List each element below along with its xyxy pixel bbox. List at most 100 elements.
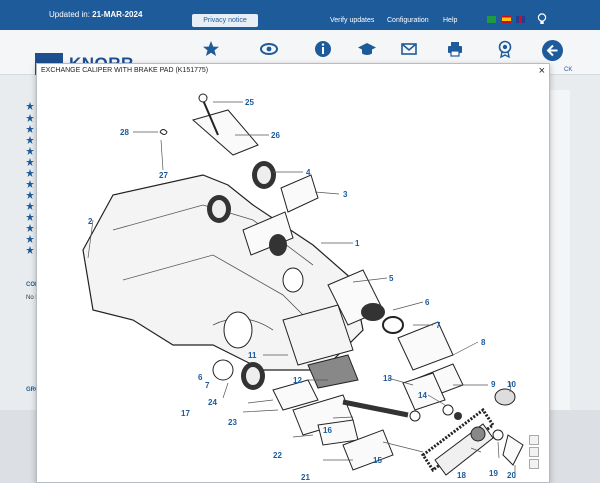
callout-label[interactable]: 11: [248, 351, 257, 360]
updated-date: 21-MAR-2024: [92, 10, 143, 19]
printer-icon[interactable]: [444, 38, 466, 60]
back-button[interactable]: [542, 40, 563, 61]
star-icon[interactable]: [26, 136, 34, 144]
favorites-list: CON No M GRO: [23, 90, 53, 430]
callout-label[interactable]: 22: [273, 451, 282, 460]
leader-lines: [87, 101, 516, 478]
star-icon[interactable]: [26, 102, 34, 110]
section-heading-con: CON: [26, 282, 40, 288]
verify-updates-link[interactable]: Verify updates: [330, 17, 375, 24]
callout-label[interactable]: 6: [198, 373, 203, 382]
callout-label[interactable]: 14: [418, 391, 427, 400]
callout-label[interactable]: 7: [205, 381, 210, 390]
threaded-bolt: [342, 399, 409, 418]
callout-label[interactable]: 25: [245, 98, 254, 107]
modal-title: EXCHANGE CALIPER WITH BRAKE PAD (K151775…: [41, 67, 209, 74]
callout-label[interactable]: 17: [181, 409, 190, 418]
o-ring: [382, 316, 404, 334]
star-icon[interactable]: [26, 158, 34, 166]
exploded-view-modal: EXCHANGE CALIPER WITH BRAKE PAD (K151775…: [36, 63, 550, 483]
star-icon[interactable]: [26, 191, 34, 199]
guide-tube: [280, 174, 319, 213]
privacy-notice-link[interactable]: Privacy notice: [192, 14, 258, 27]
callout-label[interactable]: 10: [507, 380, 516, 389]
update-info: Updated in: 21-MAR-2024: [49, 10, 142, 19]
top-bar: Updated in: 21-MAR-2024 Privacy notice V…: [0, 0, 600, 30]
callout-label[interactable]: 19: [489, 469, 498, 478]
graduation-cap-icon[interactable]: [356, 38, 378, 60]
callout-label[interactable]: 15: [373, 456, 382, 465]
seal-ring-inner: [257, 166, 271, 184]
sprocket: [470, 426, 486, 442]
callout-label[interactable]: 18: [457, 471, 466, 480]
callout-label[interactable]: 20: [507, 471, 516, 480]
housing-bore: [223, 311, 253, 349]
callout-label[interactable]: 26: [271, 131, 280, 140]
cover-cap: [212, 359, 234, 381]
callout-label[interactable]: 13: [383, 374, 392, 383]
info-icon[interactable]: [312, 38, 334, 60]
star-icon[interactable]: [26, 224, 34, 232]
callout-label[interactable]: 7: [436, 321, 441, 330]
uk-flag-icon[interactable]: [516, 16, 525, 23]
callout-label[interactable]: 8: [481, 338, 486, 347]
configuration-link[interactable]: Configuration: [387, 17, 429, 24]
star-icon[interactable]: [26, 147, 34, 155]
washer: [442, 404, 454, 416]
callout-label[interactable]: 2: [88, 217, 93, 226]
seal-ring-inner: [212, 200, 226, 218]
back-label: CK: [564, 67, 573, 73]
small-plug: [492, 429, 504, 441]
bolt-pin: [202, 99, 219, 136]
callout-label[interactable]: 24: [208, 398, 217, 407]
lightbulb-icon[interactable]: [537, 13, 547, 25]
spindle: [402, 372, 446, 411]
guide-pin: [342, 429, 394, 471]
award-icon[interactable]: [494, 38, 516, 60]
zoom-toolbar: [529, 435, 541, 471]
help-link[interactable]: Help: [443, 17, 458, 24]
callout-label[interactable]: 9: [491, 380, 496, 389]
zoom-fit-icon[interactable]: [529, 447, 539, 457]
callout-label[interactable]: 1: [355, 239, 360, 248]
callout-label[interactable]: 28: [120, 128, 129, 137]
clip-bracket: [191, 109, 259, 156]
section-text: No M: [26, 295, 41, 301]
bolt-head: [409, 410, 421, 422]
star-icon[interactable]: [26, 125, 34, 133]
guide-sleeve: [272, 379, 319, 411]
brazil-flag-icon[interactable]: [487, 16, 496, 23]
star-icon[interactable]: [26, 114, 34, 122]
callout-label[interactable]: 23: [228, 418, 237, 427]
callout-label[interactable]: 27: [159, 171, 168, 180]
callout-label[interactable]: 12: [293, 376, 302, 385]
caliper-exploded-drawing: 25 28 26 27 4 3 2 1 5 6 7 8 9 10 11 12 1…: [53, 80, 533, 482]
star-icon[interactable]: [26, 246, 34, 254]
callout-label[interactable]: 16: [323, 426, 332, 435]
seal-ring: [269, 234, 287, 256]
favorites-star-icon[interactable]: [200, 38, 222, 60]
section-heading-gro: GRO: [26, 387, 40, 393]
knorr-logo-icon[interactable]: [258, 38, 280, 60]
cap: [502, 434, 524, 466]
piston-tube: [397, 321, 454, 371]
callout-label[interactable]: 4: [306, 168, 311, 177]
star-icon[interactable]: [26, 213, 34, 221]
updated-label: Updated in:: [49, 10, 90, 19]
mail-icon[interactable]: [398, 38, 420, 60]
seal-ring: [361, 303, 385, 321]
star-icon[interactable]: [26, 169, 34, 177]
star-icon[interactable]: [26, 235, 34, 243]
callout-label[interactable]: 3: [343, 190, 348, 199]
star-icon[interactable]: [26, 202, 34, 210]
housing-bore: [282, 267, 304, 293]
callout-label[interactable]: 21: [301, 473, 310, 482]
callout-label[interactable]: 6: [425, 298, 430, 307]
zoom-out-icon[interactable]: [529, 459, 539, 469]
seal-ring-inner: [246, 367, 260, 385]
close-icon[interactable]: ×: [538, 65, 545, 77]
spain-flag-icon[interactable]: [502, 16, 511, 23]
star-icon[interactable]: [26, 180, 34, 188]
zoom-in-icon[interactable]: [529, 435, 539, 445]
callout-label[interactable]: 5: [389, 274, 394, 283]
